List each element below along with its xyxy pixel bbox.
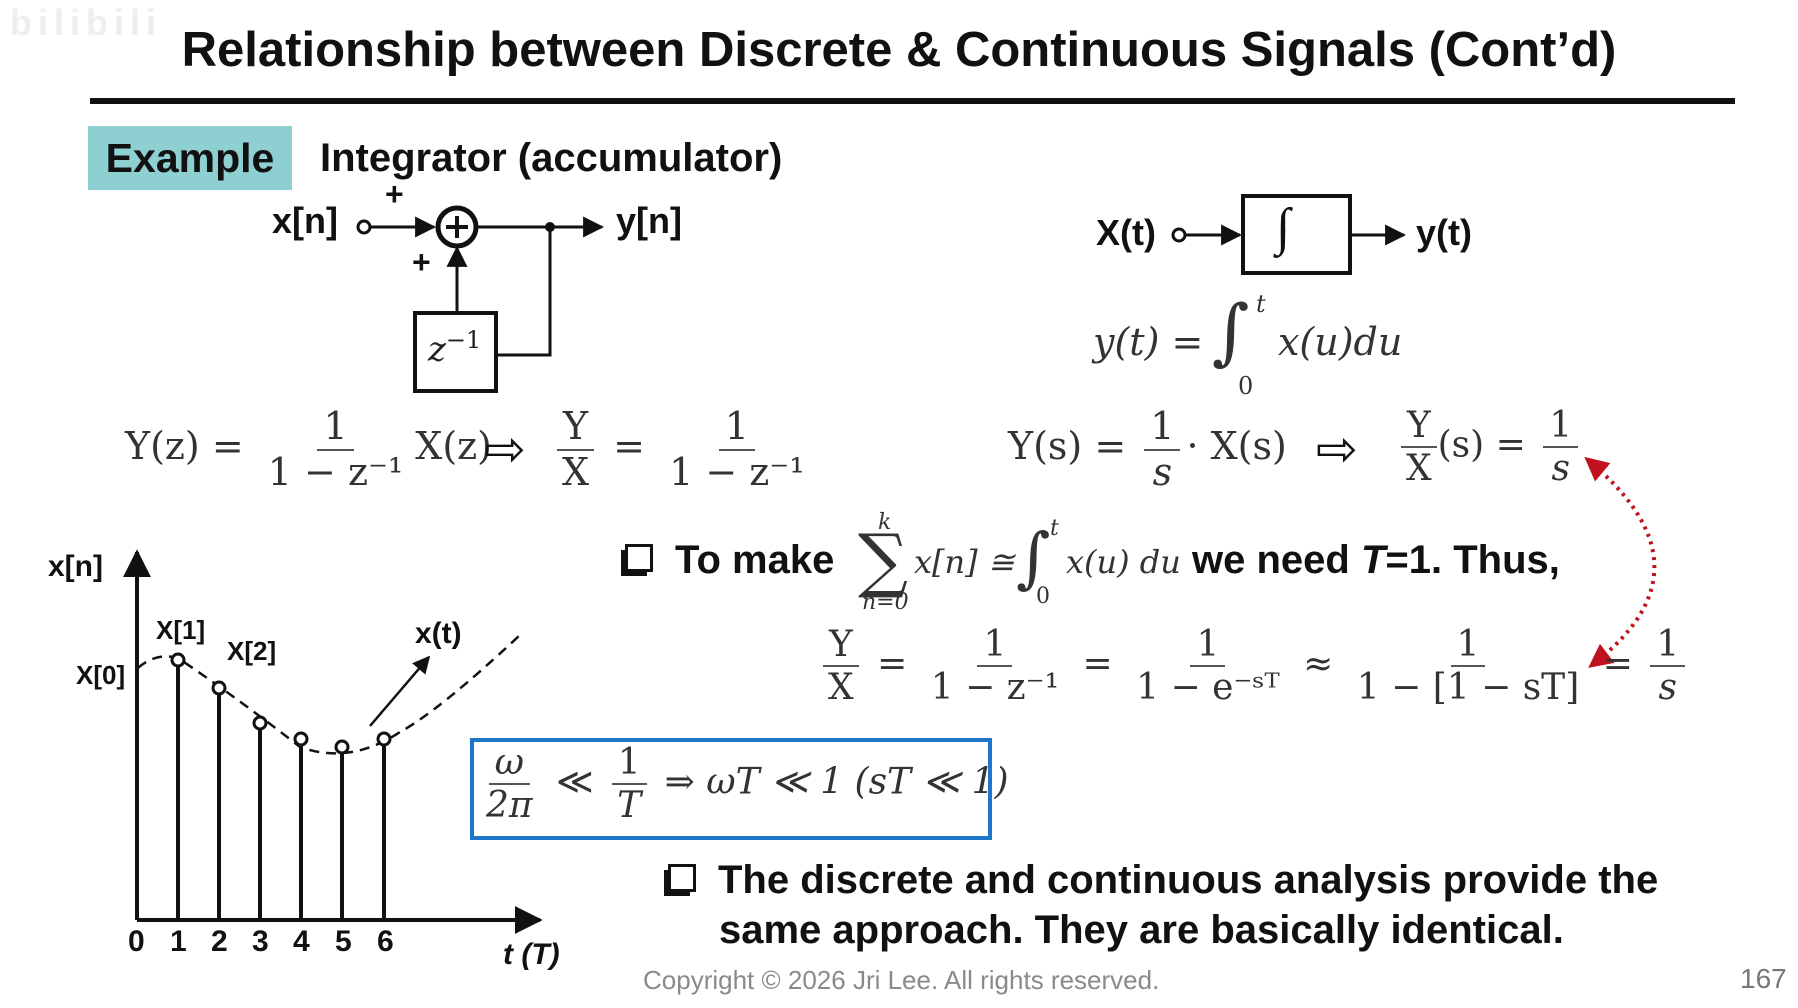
condition-box xyxy=(470,738,992,840)
yt-upper-limit: t xyxy=(1256,290,1266,318)
point-label-2: X[2] xyxy=(227,636,277,666)
stem-plot xyxy=(123,549,543,934)
bullet-2: The discrete and continuous analysis pro… xyxy=(668,858,1658,903)
int-lower: 0 xyxy=(1036,584,1050,609)
page-number: 167 xyxy=(1740,963,1787,994)
sum-term: x[n] ≅ xyxy=(914,543,1015,581)
bullet-integral-icon: ∫ xyxy=(1016,519,1051,596)
title-rule xyxy=(90,98,1735,104)
discrete-input-label: x[n] xyxy=(272,200,338,241)
bullet-1: To make xyxy=(625,538,834,583)
integrator-block xyxy=(1241,194,1352,275)
watermark: bilibili xyxy=(10,2,162,43)
stem-marker xyxy=(293,731,309,747)
slide-title: Relationship between Discrete & Continuo… xyxy=(181,23,1617,77)
int-upper: t xyxy=(1050,516,1059,541)
ct-output-label: y(t) xyxy=(1416,212,1472,253)
dotted-equivalence-arrow xyxy=(1584,456,1657,668)
plus-left-label: + xyxy=(412,244,431,280)
input-node xyxy=(356,219,372,235)
x-tick-label: 0 xyxy=(128,925,145,958)
yt-integrand: x(u)du xyxy=(1278,320,1403,364)
example-subtitle: Integrator (accumulator) xyxy=(320,136,783,180)
x-tick-label: 4 xyxy=(293,925,310,958)
continuous-curve xyxy=(137,634,521,755)
arrow-icon-2: ⇨ xyxy=(1316,421,1358,477)
stem-marker xyxy=(376,731,392,747)
x-tick-label: 6 xyxy=(377,925,394,958)
stem-marker xyxy=(211,680,227,696)
point-label-1: X[1] xyxy=(156,615,206,645)
delay-label: z−1 xyxy=(428,326,482,370)
x-tick-label: 3 xyxy=(252,925,269,958)
x-tick-label: 5 xyxy=(335,925,352,958)
stem-marker xyxy=(252,715,268,731)
sum-upper: k xyxy=(878,510,892,535)
point-label-0: X[0] xyxy=(76,660,126,690)
bullet-1-tail: we need T=1. Thus, xyxy=(1192,538,1560,582)
integral-icon: ∫ xyxy=(1276,199,1291,256)
bullet-square-icon xyxy=(625,544,653,573)
curve-pointer xyxy=(369,655,431,727)
x-tick-label: 1 xyxy=(170,925,187,958)
stem-marker xyxy=(334,739,350,755)
delay-block xyxy=(413,311,498,393)
ct-input-node xyxy=(1171,227,1187,243)
sum-lower: n=0 xyxy=(862,590,909,615)
yt-lhs: y(t) = xyxy=(1093,320,1204,364)
curve-label: x(t) xyxy=(415,617,462,650)
bullet-square-icon-2 xyxy=(668,864,696,893)
stem-marker xyxy=(170,652,186,668)
plot-ylabel: x[n] xyxy=(48,550,103,583)
arrow-icon: ⇨ xyxy=(484,421,526,477)
copyright: Copyright © 2026 Jri Lee. All rights res… xyxy=(643,965,1160,995)
bullet-2-line-2: same approach. They are basically identi… xyxy=(719,908,1564,952)
feedback-wire xyxy=(496,227,552,357)
continuous-integrator-diagram xyxy=(1171,194,1407,275)
discrete-output-label: y[n] xyxy=(616,200,682,241)
int-term: x(u) du xyxy=(1066,543,1181,581)
stems xyxy=(170,652,392,920)
yt-lower-limit: 0 xyxy=(1238,372,1254,400)
yt-integral-icon: ∫ xyxy=(1212,289,1250,373)
ct-input-label: X(t) xyxy=(1096,212,1156,253)
x-tick-label: 2 xyxy=(211,925,228,958)
plot-xlabel: t (T) xyxy=(503,938,560,971)
discrete-integrator-diagram xyxy=(356,205,605,393)
summation-icon: ∑ xyxy=(858,519,908,601)
example-badge: Example xyxy=(88,126,292,190)
plus-top-label: + xyxy=(385,176,404,212)
